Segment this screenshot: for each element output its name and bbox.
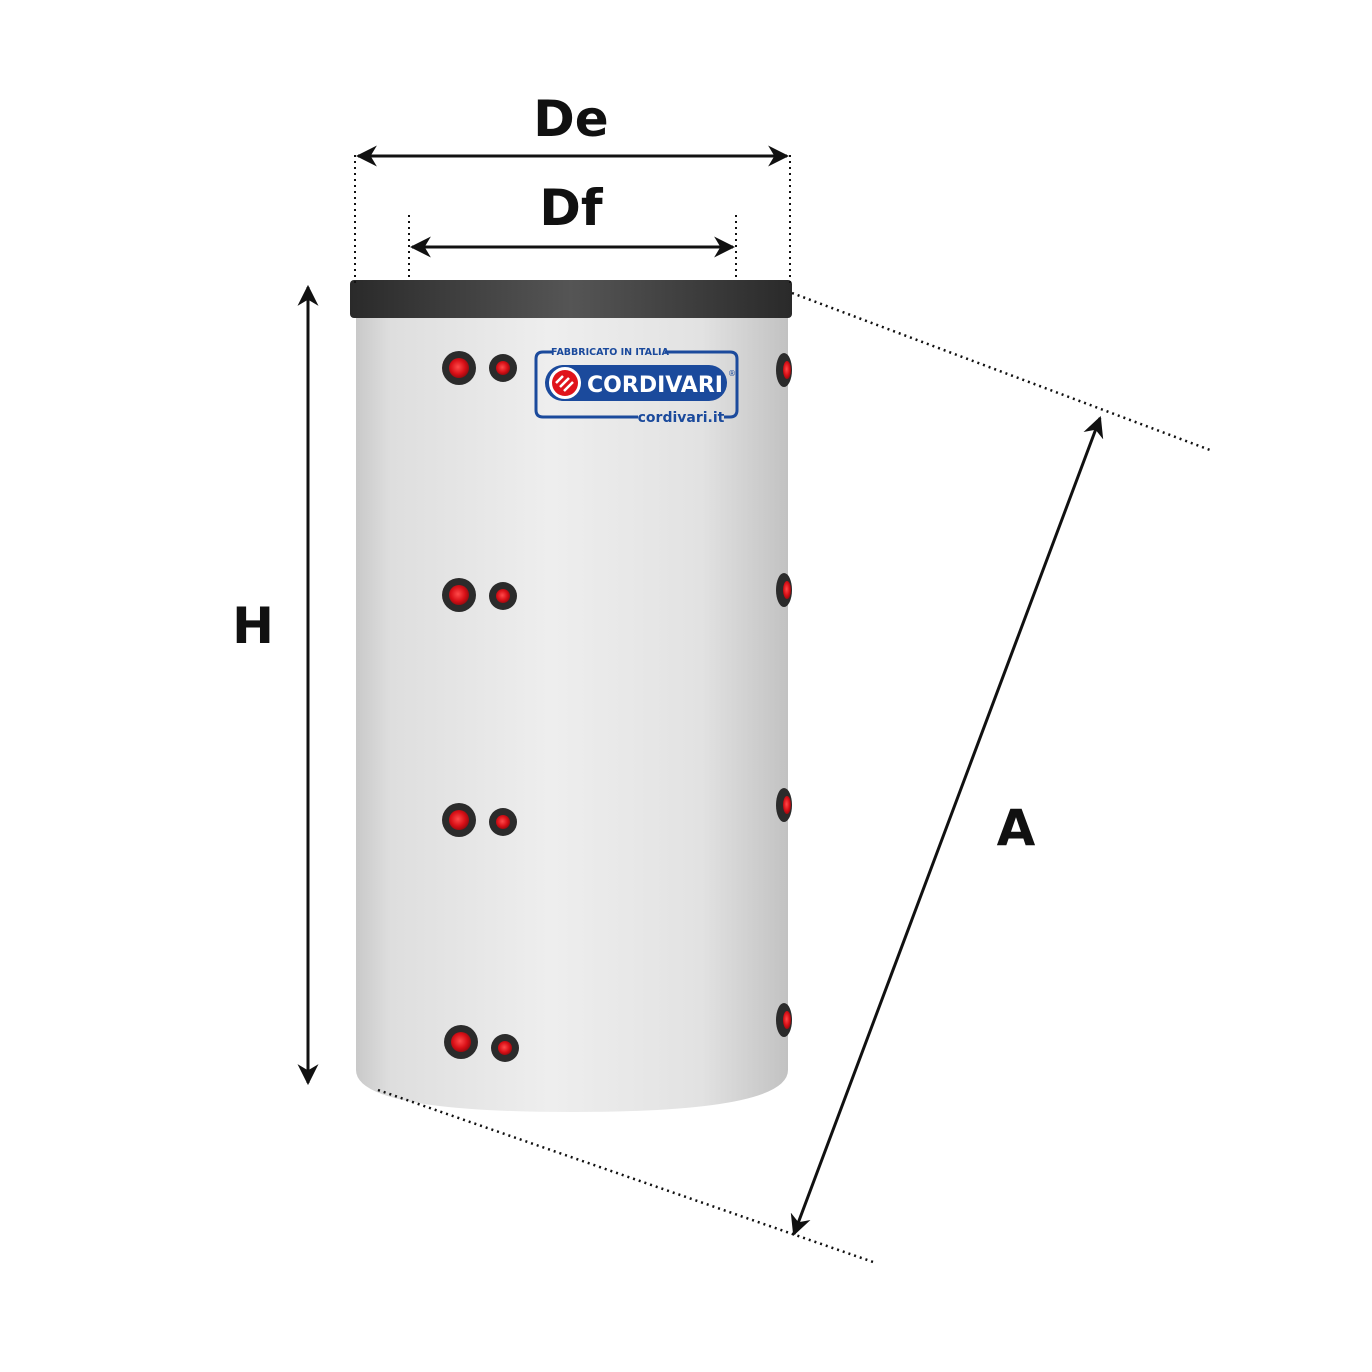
logo-made-in: FABBRICATO IN ITALIA [551,347,670,358]
port-pair-row-4 [444,1025,519,1062]
right-ports [776,353,792,1037]
logo-frame [534,350,638,419]
tank-body [356,300,788,1112]
port-pair-row-2 [442,578,517,612]
tank [350,280,792,1112]
left-ports [442,351,519,1062]
brand-logo: FABBRICATO IN ITALIA CORDIVARI ® cordiva… [534,347,739,426]
port-pair-row-1 [442,351,517,385]
label-de: De [533,90,608,148]
right-port-4 [776,1003,792,1037]
label-a: A [997,799,1036,857]
label-df: Df [539,179,604,237]
tank-top-cap [350,280,792,318]
dimension-lines [297,145,1211,1265]
logo-url: cordivari.it [638,410,725,426]
port-pair-row-3 [442,803,517,837]
a-extension-bottom [377,1088,877,1265]
a-extension-top [791,291,1211,452]
label-h: H [232,597,274,655]
right-port-3 [776,788,792,822]
right-port-2 [776,573,792,607]
right-port-1 [776,353,792,387]
logo-brand-bar [545,365,727,401]
logo-brand-name: CORDIVARI [587,373,723,398]
a-arrow [790,416,1104,1236]
logo-registered: ® [728,369,736,378]
